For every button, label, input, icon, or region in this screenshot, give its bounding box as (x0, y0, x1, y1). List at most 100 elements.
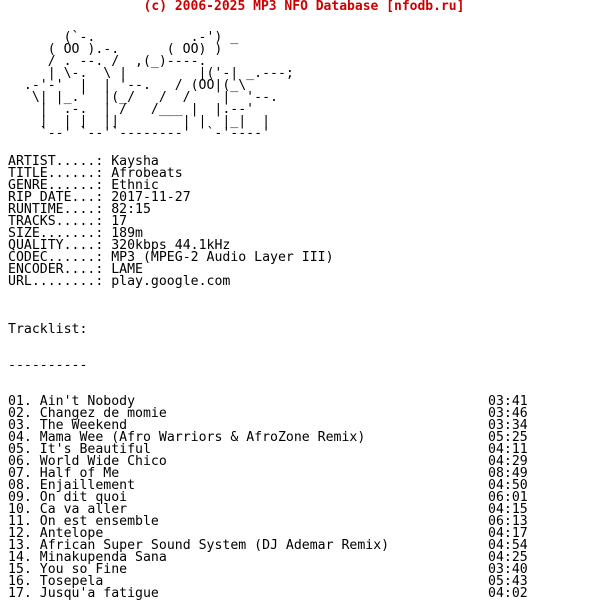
track-duration: 04:29 (488, 454, 528, 469)
ascii-art-logo: (`-. .-') _ ( OO ).-. ( OO) ) / . --. / … (8, 31, 294, 141)
info-row: QUALITY....: 320kbps 44.1kHz (8, 238, 334, 253)
track-number: 13. (8, 538, 32, 553)
track-title: Jusqu'a fatigue (39, 586, 159, 601)
info-value: MP3 (MPEG-2 Audio Layer III) (111, 250, 334, 265)
track-title: You so Fine (39, 562, 128, 577)
track-title: Minakupenda Sana (39, 550, 167, 565)
info-label: RUNTIME....: (8, 202, 104, 217)
track-title: Ain't Nobody (39, 394, 136, 409)
info-label: ENCODER....: (8, 262, 104, 277)
track-row: 11. On est ensemble 06:13 (8, 514, 528, 529)
track-duration: 05:25 (488, 430, 528, 445)
ascii-art-line: ( OO ).-. ( OO) ) (8, 42, 223, 57)
ascii-art-line: .-'-' | | '--. / (OO|(_\ (8, 78, 247, 93)
info-label: SIZE.......: (8, 226, 104, 241)
info-label: ARTIST.....: (8, 154, 104, 169)
track-row: 07. Half of Me 08:49 (8, 466, 528, 481)
track-title: It's Beautiful (39, 442, 151, 457)
info-row: ENCODER....: LAME (8, 262, 334, 277)
track-row: 01. Ain't Nobody 03:41 (8, 394, 528, 409)
info-row: URL........: play.google.com (8, 274, 334, 289)
track-number: 08. (8, 478, 32, 493)
track-row: 13. African Super Sound System (DJ Adema… (8, 538, 528, 553)
info-label: GENRE......: (8, 178, 104, 193)
info-label: RIP DATE...: (8, 190, 104, 205)
track-row: 06. World Wide Chico 04:29 (8, 454, 528, 469)
track-title: Antelope (39, 526, 104, 541)
track-number: 12. (8, 526, 32, 541)
info-value: 320kbps 44.1kHz (111, 238, 231, 253)
track-duration: 03:41 (488, 394, 528, 409)
track-duration: 03:34 (488, 418, 528, 433)
track-number: 14. (8, 550, 32, 565)
ascii-art-line: | | | || | | |_| | (8, 114, 271, 129)
info-value: Afrobeats (111, 166, 183, 181)
track-row: 14. Minakupenda Sana 04:25 (8, 550, 528, 565)
track-row: 10. Ca va aller 04:15 (8, 502, 528, 517)
ascii-art-line: | \-. \ | |('-| _.---; (8, 66, 294, 81)
tracklist-rule: ---------- (8, 358, 88, 373)
ascii-art-line: `--' `--'`--------' `-'----' (8, 126, 271, 141)
track-duration: 04:25 (488, 550, 528, 565)
track-duration: 04:15 (488, 502, 528, 517)
ascii-art-line: \| |_.' |(_/ / / | '--. (8, 90, 278, 105)
track-number: 17. (8, 586, 32, 601)
track-number: 06. (8, 454, 32, 469)
info-row: TITLE......: Afrobeats (8, 166, 334, 181)
info-row: TRACKS.....: 17 (8, 214, 334, 229)
info-row: RUNTIME....: 82:15 (8, 202, 334, 217)
track-row: 12. Antelope 04:17 (8, 526, 528, 541)
track-duration: 03:40 (488, 562, 528, 577)
track-row: 04. Mama Wee (Afro Warriors & AfroZone R… (8, 430, 528, 445)
track-duration: 08:49 (488, 466, 528, 481)
track-duration: 04:50 (488, 478, 528, 493)
track-title: Mama Wee (Afro Warriors & AfroZone Remix… (39, 430, 366, 445)
track-row: 03. The Weekend 03:34 (8, 418, 528, 433)
info-row: SIZE.......: 189m (8, 226, 334, 241)
track-number: 09. (8, 490, 32, 505)
info-value: play.google.com (111, 274, 231, 289)
track-title: On est ensemble (39, 514, 159, 529)
ascii-art-line: / . --. / ,(_)----. (8, 54, 207, 69)
info-value: LAME (111, 262, 143, 277)
info-value: Kaysha (111, 154, 159, 169)
track-title: Changez de momie (39, 406, 167, 421)
track-duration: 04:02 (488, 586, 528, 601)
info-value: 17 (111, 214, 128, 229)
info-value: 2017-11-27 (111, 190, 191, 205)
track-title: World Wide Chico (39, 454, 167, 469)
track-row: 15. You so Fine 03:40 (8, 562, 528, 577)
info-label: URL........: (8, 274, 104, 289)
track-number: 10. (8, 502, 32, 517)
track-duration: 04:54 (488, 538, 528, 553)
track-duration: 06:01 (488, 490, 528, 505)
track-number: 07. (8, 466, 32, 481)
track-number: 04. (8, 430, 32, 445)
track-title: Ca va aller (39, 502, 128, 517)
info-row: ARTIST.....: Kaysha (8, 154, 334, 169)
info-value: 189m (111, 226, 143, 241)
track-title: Half of Me (39, 466, 120, 481)
site-header: (c) 2006-2025 MP3 NFO Database [nfodb.ru… (143, 0, 465, 14)
track-title: On dit quoi (39, 490, 128, 505)
track-duration: 06:13 (488, 514, 528, 529)
track-number: 15. (8, 562, 32, 577)
info-value: Ethnic (111, 178, 159, 193)
track-title: The Weekend (39, 418, 128, 433)
track-row: 09. On dit quoi 06:01 (8, 490, 528, 505)
track-number: 03. (8, 418, 32, 433)
info-row: RIP DATE...: 2017-11-27 (8, 190, 334, 205)
info-label: TITLE......: (8, 166, 104, 181)
track-number: 01. (8, 394, 32, 409)
info-value: 82:15 (111, 202, 151, 217)
info-row: CODEC......: MP3 (MPEG-2 Audio Layer III… (8, 250, 334, 265)
track-duration: 05:43 (488, 574, 528, 589)
track-duration: 04:17 (488, 526, 528, 541)
track-title: Enjaillement (39, 478, 136, 493)
track-number: 11. (8, 514, 32, 529)
